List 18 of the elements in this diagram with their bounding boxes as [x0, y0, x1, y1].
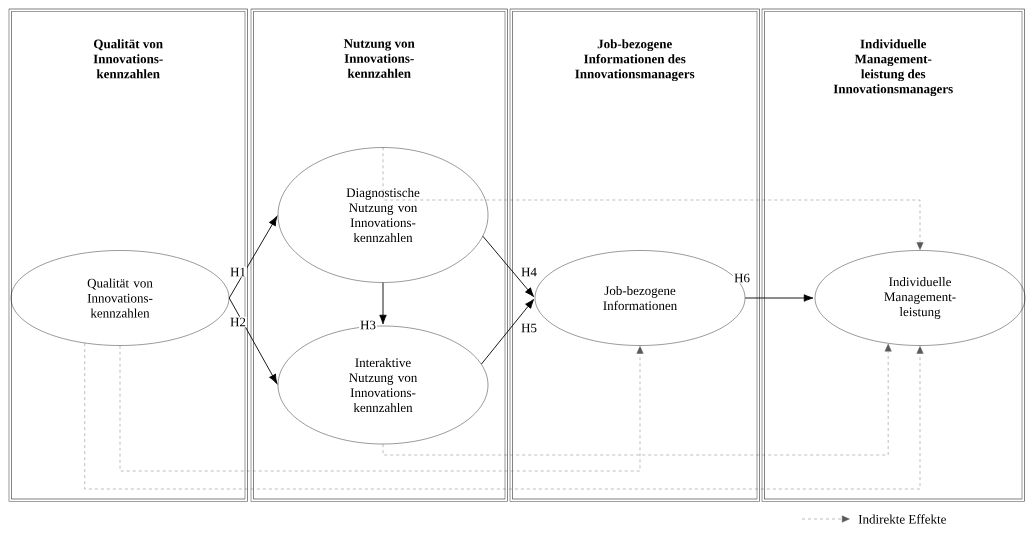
arrow: [382, 147, 924, 250]
ellipse-node: Individuelle Management- leistung: [814, 250, 1026, 346]
edge-label: H3: [359, 319, 377, 331]
edge-label: H6: [733, 272, 751, 284]
arrow: [228, 216, 278, 299]
arrow: [480, 299, 535, 365]
edge-label: H2: [229, 316, 247, 328]
ellipse-node: Qualität von Innovations- kennzahlen: [10, 250, 230, 346]
arrow: [482, 235, 535, 297]
arrow: [84, 342, 924, 490]
edge-label: H1: [229, 266, 247, 278]
ellipse-node: Diagnostische Nutzung von Innovations- kennzahlen: [277, 147, 489, 283]
arrow: [228, 297, 278, 384]
arrow: [382, 343, 892, 456]
arrow: [379, 282, 387, 325]
legend-text: Indirekte Effekte: [858, 514, 946, 524]
arrow: [744, 294, 814, 302]
arrow: [119, 345, 644, 472]
